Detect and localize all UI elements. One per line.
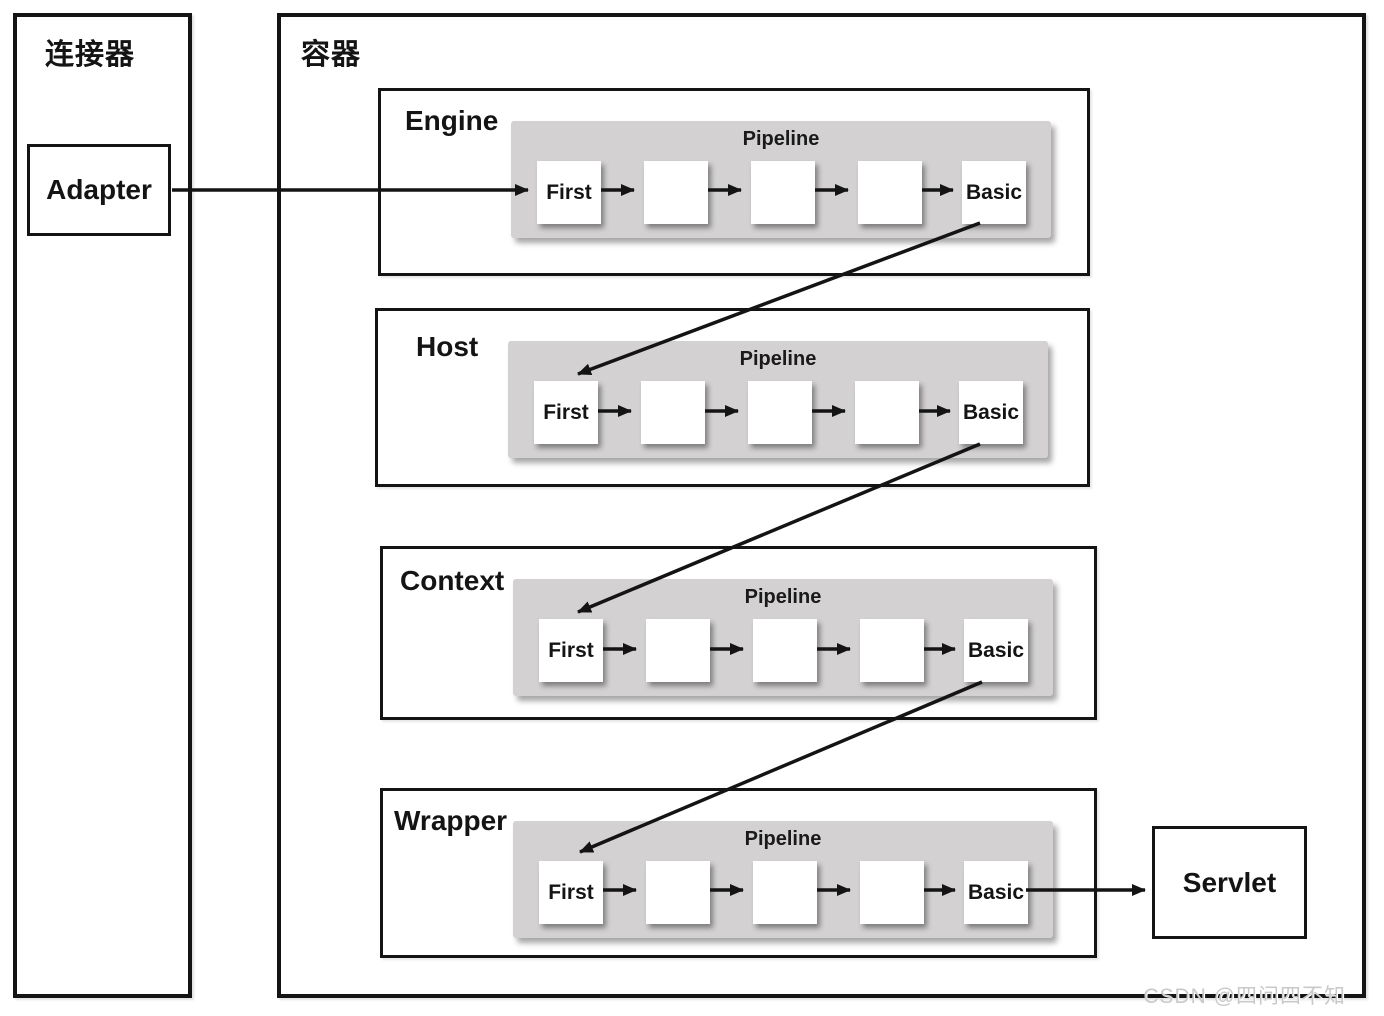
connector-label: 连接器	[45, 39, 136, 71]
engine-label: Engine	[405, 105, 499, 136]
host-valve-first: First	[534, 381, 598, 444]
host-first-label: First	[543, 400, 589, 424]
context-pipeline-label: Pipeline	[744, 586, 822, 608]
container-box: 容器	[277, 13, 1366, 998]
context-first-label: First	[548, 638, 594, 662]
wrapper-pipeline: Pipeline First Basic	[513, 821, 1053, 938]
engine-valve-empty	[644, 161, 708, 224]
servlet-label: Servlet	[1182, 866, 1277, 898]
host-pipeline-label: Pipeline	[739, 348, 817, 370]
section-host: Host Pipeline First Basic	[375, 308, 1090, 487]
host-valve-empty	[855, 381, 919, 444]
context-valve-first: First	[539, 619, 603, 682]
section-wrapper: Wrapper Pipeline First Basic	[380, 788, 1097, 958]
adapter-label: Adapter	[46, 174, 152, 205]
host-basic-label: Basic	[962, 400, 1020, 424]
host-valve-basic: Basic	[959, 381, 1023, 444]
wrapper-basic-label: Basic	[967, 880, 1025, 904]
servlet-box: Servlet	[1152, 826, 1307, 939]
context-valve-empty	[860, 619, 924, 682]
wrapper-valve-basic: Basic	[964, 861, 1028, 924]
context-pipeline: Pipeline First Basic	[513, 579, 1053, 696]
engine-pipeline-label: Pipeline	[742, 128, 820, 150]
connector-box: 连接器	[13, 13, 192, 998]
watermark: CSDN @四问四不知	[1143, 985, 1346, 1008]
host-valve-empty	[748, 381, 812, 444]
engine-pipeline: Pipeline First Basic	[511, 121, 1051, 238]
host-pipeline: Pipeline First Basic	[508, 341, 1048, 458]
engine-valve-empty	[858, 161, 922, 224]
context-basic-label: Basic	[967, 638, 1025, 662]
section-engine: Engine Pipeline First Basic	[378, 88, 1090, 276]
wrapper-valve-first: First	[539, 861, 603, 924]
context-valve-empty	[646, 619, 710, 682]
wrapper-valve-empty	[646, 861, 710, 924]
adapter-box: Adapter	[27, 144, 171, 236]
engine-basic-label: Basic	[965, 180, 1023, 204]
engine-valve-first: First	[537, 161, 601, 224]
host-valve-empty	[641, 381, 705, 444]
context-label: Context	[400, 565, 505, 596]
wrapper-pipeline-label: Pipeline	[744, 828, 822, 850]
container-label: 容器	[301, 39, 362, 71]
engine-valve-basic: Basic	[962, 161, 1026, 224]
wrapper-label: Wrapper	[394, 805, 508, 836]
engine-valve-empty	[751, 161, 815, 224]
section-context: Context Pipeline First Basic	[380, 546, 1097, 720]
wrapper-first-label: First	[548, 880, 594, 904]
context-valve-empty	[753, 619, 817, 682]
wrapper-valve-empty	[860, 861, 924, 924]
engine-first-label: First	[546, 180, 592, 204]
context-valve-basic: Basic	[964, 619, 1028, 682]
wrapper-valve-empty	[753, 861, 817, 924]
host-label: Host	[416, 331, 479, 362]
